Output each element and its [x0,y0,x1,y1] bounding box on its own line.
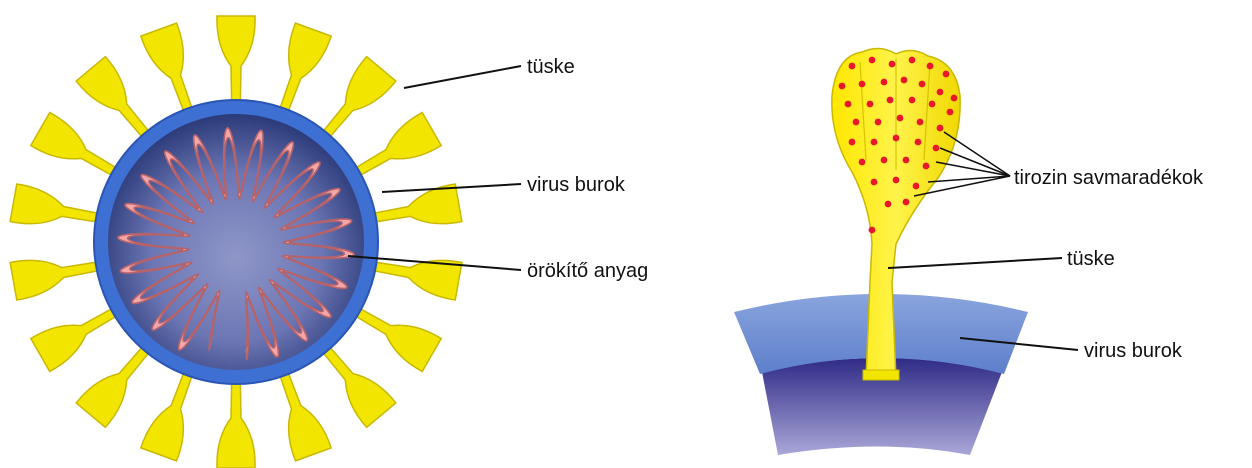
tyrosine-dot [951,95,958,102]
tyrosine-dot [927,63,934,70]
tyrosine-dot [943,71,950,78]
tyrosine-dot [933,145,940,152]
tyrosine-dot [903,157,910,164]
tyrosine-dot [869,227,876,234]
label-genome: örökítő anyag [527,260,648,282]
tyrosine-dot [839,83,846,90]
tyrosine-dot [897,115,904,122]
tyrosine-dot [849,139,856,146]
tyrosine-dot [849,63,856,70]
label-envelope-right: virus burok [1084,340,1183,362]
leader-line [888,258,1062,268]
tyrosine-dot [859,159,866,166]
label-spike-left: tüske [527,56,575,78]
tyrosine-dot [901,77,908,84]
tyrosine-dot [871,139,878,146]
tyrosine-dot [871,179,878,186]
tyrosine-dot [909,57,916,64]
tyrosine-dot [919,81,926,88]
spike-base [863,370,899,380]
label-tyrosine: tirozin savmaradékok [1014,167,1204,189]
tyrosine-dot [903,199,910,206]
label-tyrosine-group: tirozin savmaradékok [914,132,1204,196]
virus-particle [10,16,462,468]
virus-interior [108,114,364,370]
tyrosine-dot [869,57,876,64]
label-envelope-left-group: virus burok [382,174,626,196]
tyrosine-dot [947,109,954,116]
tyrosine-dot [889,61,896,68]
tyrosine-dot [917,119,924,126]
tyrosine-dot [875,119,882,126]
tyrosine-dot [853,119,860,126]
tyrosine-dot [893,135,900,142]
tyrosine-dot [929,101,936,108]
tyrosine-dot [881,157,888,164]
tyrosine-dot [859,81,866,88]
tyrosine-dot [937,89,944,96]
tyrosine-dot [913,183,920,190]
tyrosine-dot [909,97,916,104]
tyrosine-dot [885,201,892,208]
tyrosine-dot [845,101,852,108]
label-spike-right-group: tüske [888,248,1115,270]
tyrosine-dot [923,163,930,170]
tyrosine-dot [867,101,874,108]
tyrosine-dot [937,125,944,132]
label-spike-right: tüske [1067,248,1115,270]
label-spike-left-group: tüske [404,56,575,88]
label-envelope-left: virus burok [527,174,626,196]
tyrosine-dot [887,97,894,104]
leader-line [404,66,521,88]
tyrosine-dot [915,139,922,146]
tyrosine-dot [881,79,888,86]
tyrosine-dot [893,177,900,184]
